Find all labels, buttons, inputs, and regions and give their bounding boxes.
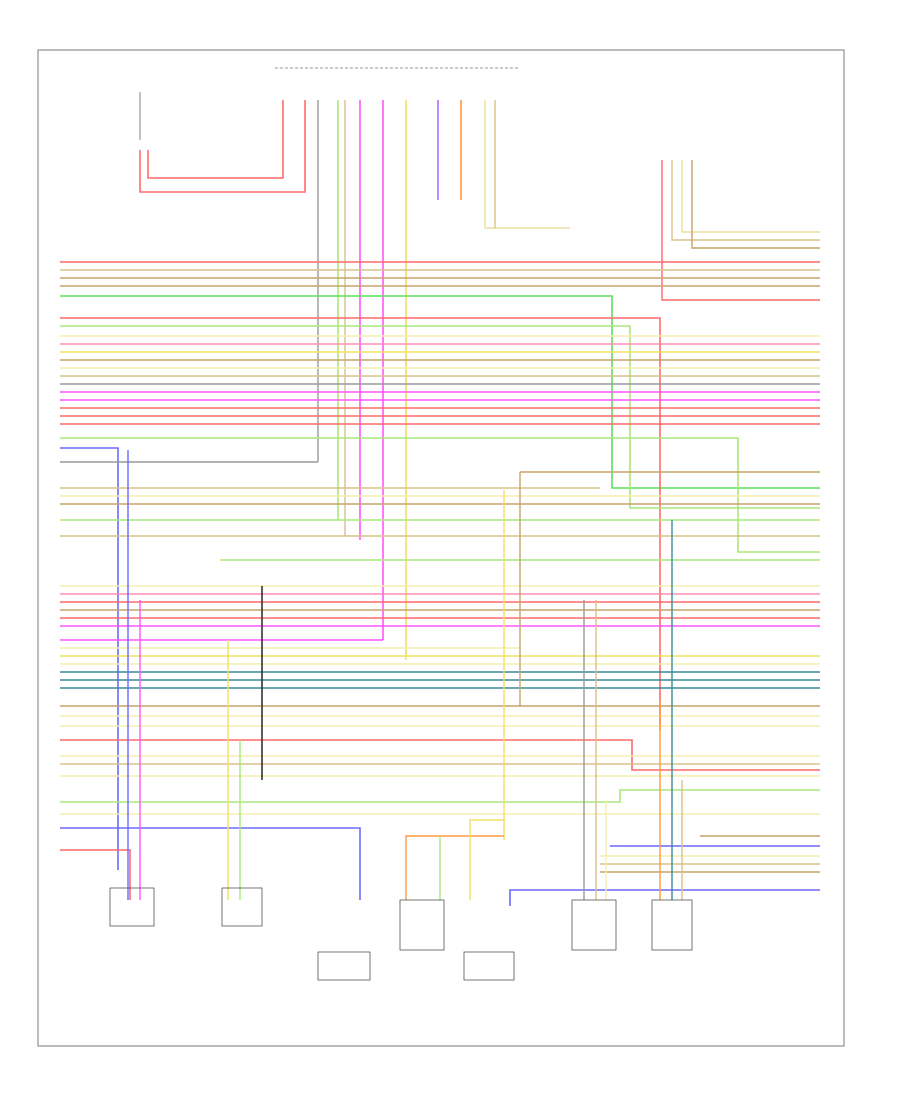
- wire: [60, 447, 119, 870]
- horizontal-wires: [60, 261, 820, 906]
- component-box-3: [317, 951, 371, 981]
- component-box-1: [109, 887, 155, 927]
- wire: [60, 437, 820, 553]
- wire: [60, 789, 820, 803]
- diagram-border: [37, 49, 845, 1047]
- wire: [509, 889, 820, 906]
- wire: [60, 739, 820, 771]
- top-right-connector-wires: [661, 160, 820, 301]
- wire: [60, 849, 131, 900]
- bottom-components: [109, 887, 693, 981]
- wire: [60, 317, 661, 730]
- component-box-5: [463, 951, 515, 981]
- wire: [671, 160, 820, 241]
- wire: [484, 100, 570, 229]
- wire: [691, 160, 820, 249]
- wire: [469, 819, 504, 900]
- wire: [661, 160, 820, 301]
- wire: [147, 100, 284, 179]
- top-connector-pins: [139, 100, 570, 660]
- wire: [60, 827, 361, 900]
- wire: [405, 835, 504, 900]
- component-box-2: [221, 887, 263, 927]
- wire: [60, 325, 820, 509]
- component-box-7: [651, 899, 693, 951]
- wire: [139, 100, 306, 193]
- wire: [681, 160, 820, 233]
- component-box-4: [399, 899, 445, 951]
- component-box-6: [571, 899, 617, 951]
- vertical-drops: [127, 450, 683, 900]
